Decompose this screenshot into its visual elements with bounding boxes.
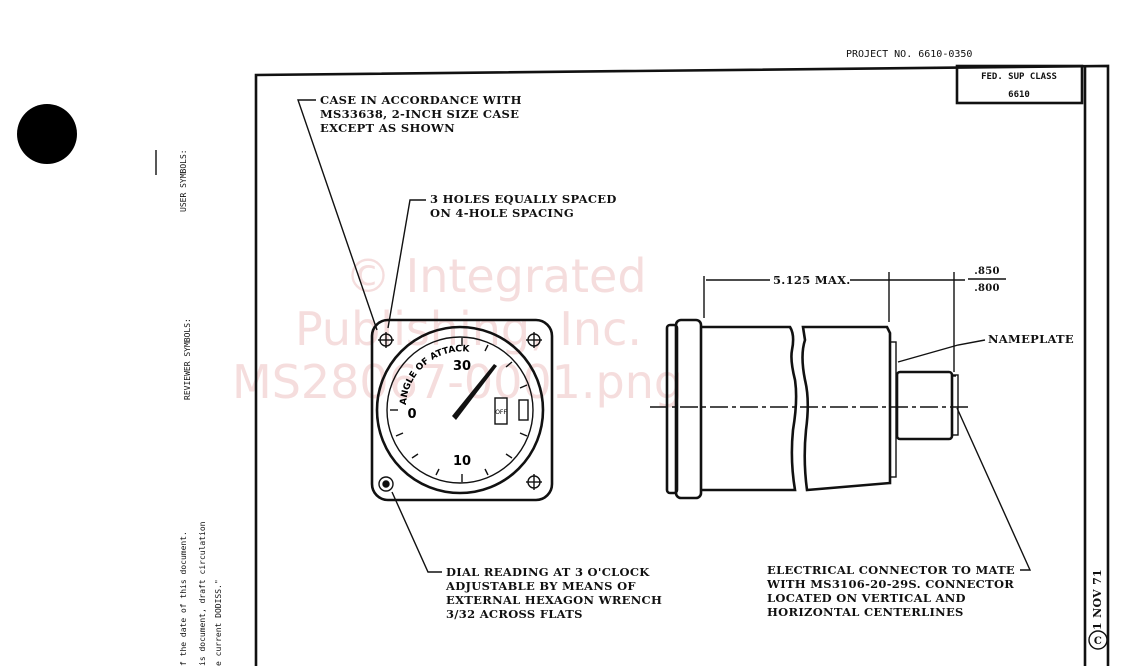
gauge-label-10: 10: [453, 454, 471, 469]
svg-text:ON 4-HOLE SPACING: ON 4-HOLE SPACING: [430, 206, 574, 220]
revision-date: 1 NOV 71: [1091, 569, 1104, 630]
adjustment-hex: [378, 476, 394, 492]
svg-text:HORIZONTAL CENTERLINES: HORIZONTAL CENTERLINES: [767, 605, 964, 619]
reviewer-symbols-label: REVIEWER SYMBOLS:: [183, 318, 192, 400]
case-note: CASE IN ACCORDANCE WITH MS33638, 2-INCH …: [297, 93, 522, 331]
gauge-label-30: 30: [453, 359, 471, 374]
notice-line: is document, draft circulation: [198, 521, 207, 666]
svg-text:DIAL READING AT 3 O'CLOCK: DIAL READING AT 3 O'CLOCK: [446, 565, 650, 579]
connector-note: ELECTRICAL CONNECTOR TO MATE WITH MS3106…: [766, 407, 1032, 619]
dimension-lower: .800: [974, 283, 1000, 294]
watermark-line: © Integrated: [345, 249, 647, 303]
svg-text:3 HOLES EQUALLY SPACED: 3 HOLES EQUALLY SPACED: [430, 192, 617, 206]
svg-text:ADJUSTABLE BY MEANS OF: ADJUSTABLE BY MEANS OF: [445, 579, 636, 593]
mounting-hole: [526, 332, 542, 348]
notice-line: f the date of this document.: [179, 531, 188, 666]
off-flag-window: [494, 397, 508, 425]
dimension-length-label: 5.125 MAX.: [773, 273, 851, 287]
nameplate-note: NAMEPLATE: [897, 332, 1074, 363]
project-number: PROJECT NO. 6610-0350: [846, 49, 972, 60]
watermark-line: Publishing, Inc.: [295, 302, 642, 356]
notice-line: e current DODISS.": [214, 579, 223, 666]
fed-sup-class-value: 6610: [1008, 90, 1030, 100]
user-symbols-label: USER SYMBOLS:: [179, 149, 188, 212]
off-flag: OFF: [495, 409, 507, 416]
svg-text:EXTERNAL HEXAGON WRENCH: EXTERNAL HEXAGON WRENCH: [446, 593, 662, 607]
fed-sup-class-label: FED. SUP CLASS: [981, 72, 1057, 82]
mounting-hole: [378, 332, 394, 348]
svg-text:3/32 ACROSS FLATS: 3/32 ACROSS FLATS: [446, 607, 583, 621]
dimension-upper: .850: [974, 266, 1000, 277]
svg-text:EXCEPT AS SHOWN: EXCEPT AS SHOWN: [320, 121, 455, 135]
revision-symbol-circle: [1088, 630, 1108, 650]
gauge-side-view: [650, 318, 970, 500]
frame-border: [254, 64, 1110, 666]
holes-note: 3 HOLES EQUALLY SPACED ON 4-HOLE SPACING: [387, 192, 617, 329]
punch-hole: [17, 104, 77, 164]
watermark: © Integrated Publishing, Inc. MS28067-00…: [232, 249, 683, 409]
revision-symbol: C: [1094, 636, 1102, 647]
watermark-line: MS28067-0001.png: [232, 355, 683, 409]
svg-text:WITH MS3106-20-29S. CONNECTOR: WITH MS3106-20-29S. CONNECTOR: [766, 577, 1014, 591]
gauge-label-0: 0: [407, 407, 416, 422]
svg-text:CASE IN ACCORDANCE WITH: CASE IN ACCORDANCE WITH: [320, 93, 522, 107]
svg-text:NAMEPLATE: NAMEPLATE: [988, 332, 1074, 346]
gauge-needle: [452, 364, 497, 420]
svg-text:ELECTRICAL CONNECTOR TO MATE: ELECTRICAL CONNECTOR TO MATE: [767, 563, 1015, 577]
dimension-length: 5.125 MAX. .850 .800: [703, 266, 1006, 372]
svg-text:MS33638, 2-INCH SIZE CASE: MS33638, 2-INCH SIZE CASE: [320, 107, 519, 121]
dial-ticks: [390, 338, 528, 482]
mounting-hole: [526, 474, 542, 490]
svg-text:LOCATED ON VERTICAL AND: LOCATED ON VERTICAL AND: [767, 591, 966, 605]
dial-note: DIAL READING AT 3 O'CLOCK ADJUSTABLE BY …: [391, 491, 662, 621]
